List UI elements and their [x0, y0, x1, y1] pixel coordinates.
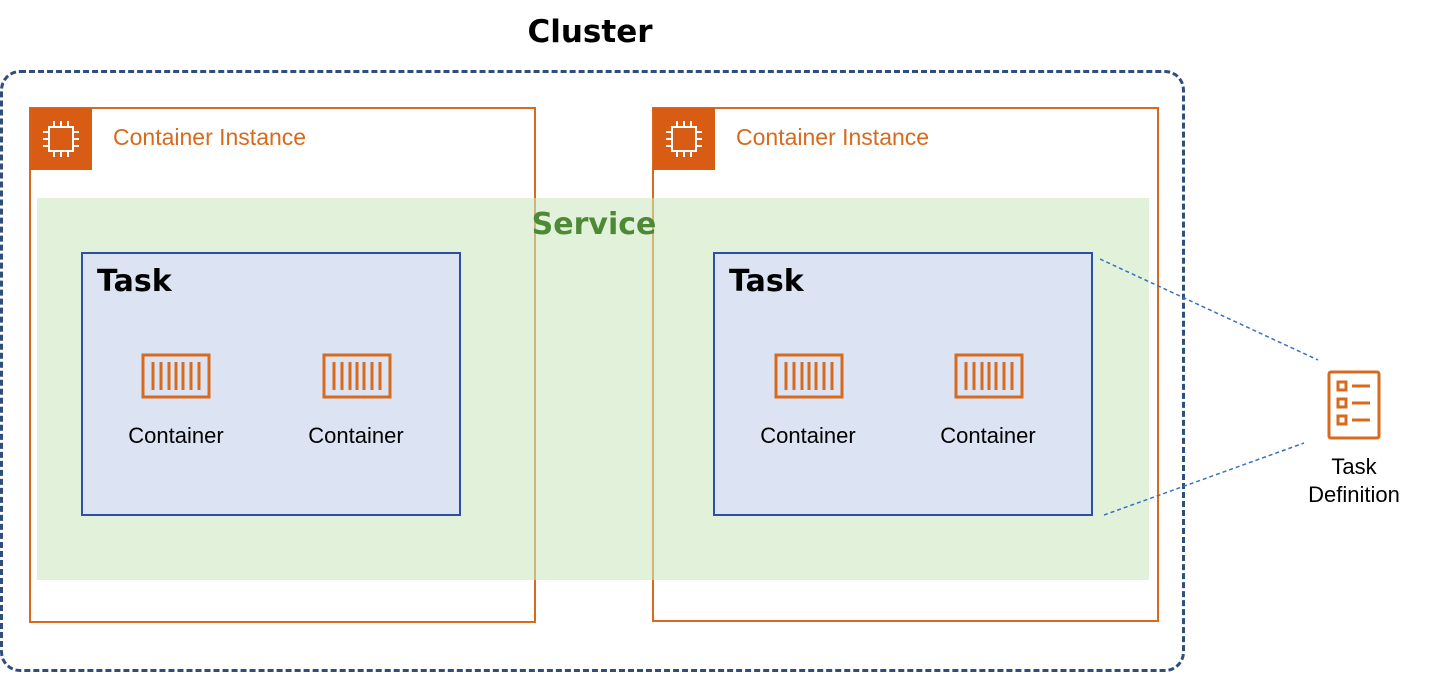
container-label: Container [128, 423, 224, 448]
task-label: Task [729, 264, 804, 299]
container-icon [954, 353, 1024, 399]
checklist-icon [1327, 370, 1381, 440]
service-label: Service [531, 207, 657, 242]
container-label: Container [940, 423, 1036, 448]
task-label: Task [97, 264, 172, 299]
container-instance-label: Container Instance [113, 124, 307, 150]
cluster-title: Cluster [527, 14, 653, 50]
container-label: Container [308, 423, 404, 448]
chip-icon [653, 108, 715, 170]
cluster-boundary [0, 70, 1185, 672]
task-definition-label-line2: Definition [1308, 482, 1400, 507]
task-definition-label-line1: Task [1331, 454, 1377, 479]
container-icon [774, 353, 844, 399]
container-icon [322, 353, 392, 399]
chip-icon [30, 108, 92, 170]
container-icon [141, 353, 211, 399]
connector-line-bottom [1103, 442, 1305, 516]
task-definition-label: Task Definition [1294, 453, 1414, 509]
container-instance-label: Container Instance [736, 124, 930, 150]
container-label: Container [760, 423, 856, 448]
connector-line-top [1099, 258, 1319, 361]
